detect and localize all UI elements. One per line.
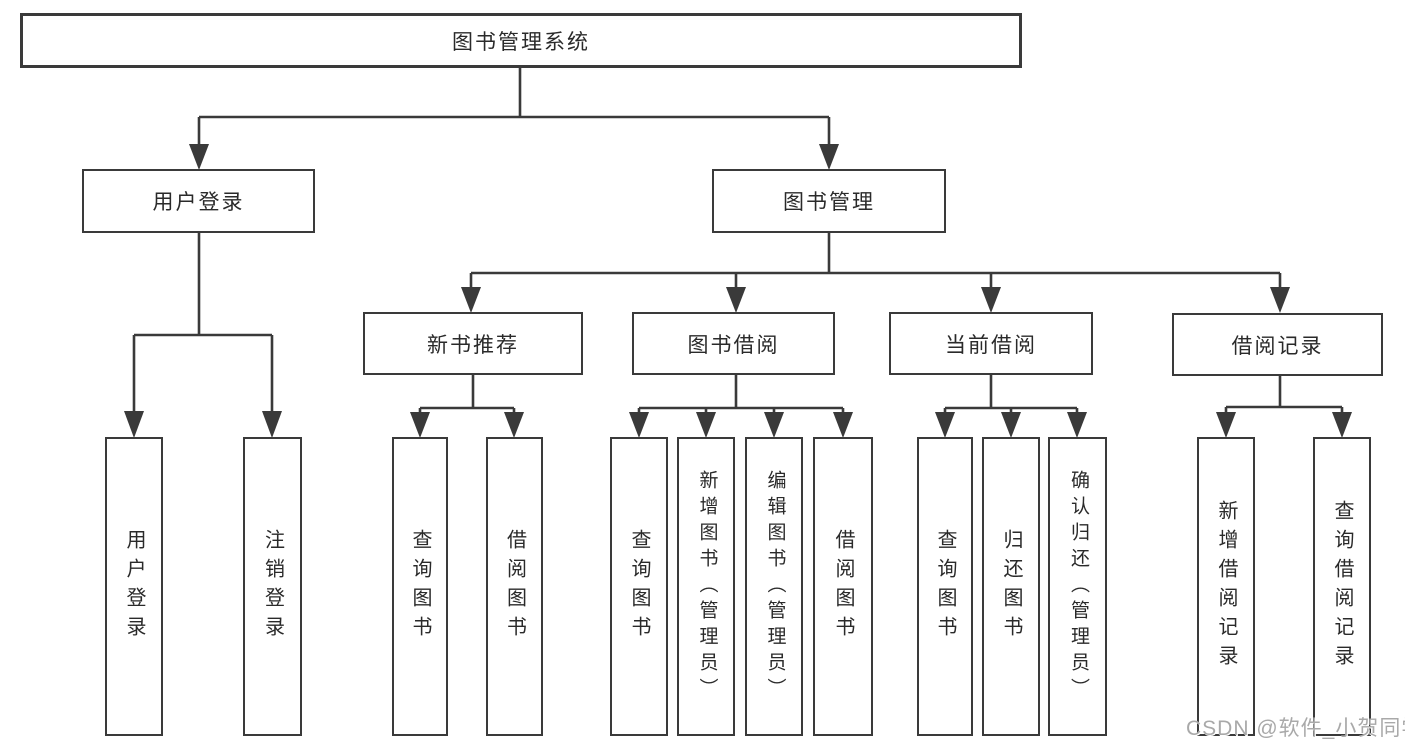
leaf-borrow-books-recommend: 借阅图书	[486, 437, 543, 736]
node-label: 用户登录	[152, 191, 245, 214]
node-label: 图书管理系统	[452, 30, 590, 54]
node-borrowing-records: 借阅记录	[1172, 313, 1383, 376]
leaf-query-books-recommend: 查询图书	[392, 437, 448, 736]
leaf-confirm-return-admin: 确认归还（管理员）	[1048, 437, 1107, 736]
leaf-logout: 注销登录	[243, 437, 302, 736]
node-library-management-system: 图书管理系统	[20, 13, 1022, 68]
leaf-query-books-borrow: 查询图书	[610, 437, 668, 736]
leaf-return-books: 归还图书	[982, 437, 1040, 736]
node-book-borrowing: 图书借阅	[632, 312, 835, 375]
leaf-add-books-admin: 新增图书（管理员）	[677, 437, 735, 736]
leaf-label: 新增图书（管理员）	[696, 469, 718, 704]
leaf-query-borrow-record: 查询借阅记录	[1313, 437, 1371, 736]
leaf-label: 查询图书	[628, 528, 650, 645]
node-book-management: 图书管理	[712, 169, 946, 233]
leaf-query-books-current: 查询图书	[917, 437, 973, 736]
leaf-label: 借阅图书	[503, 528, 526, 645]
leaf-label: 用户登录	[123, 528, 145, 645]
node-new-book-recommendation: 新书推荐	[363, 312, 583, 375]
node-user-login: 用户登录	[82, 169, 315, 233]
csdn-watermark: CSDN @软件_小贺同学	[1186, 717, 1405, 740]
leaf-user-login: 用户登录	[105, 437, 163, 736]
leaf-label: 编辑图书（管理员）	[764, 469, 786, 704]
leaf-label: 新增借阅记录	[1215, 499, 1237, 674]
node-label: 当前借阅	[945, 333, 1037, 357]
leaf-add-borrow-record: 新增借阅记录	[1197, 437, 1255, 736]
leaf-label: 查询借阅记录	[1331, 499, 1353, 674]
leaf-label: 注销登录	[261, 528, 284, 645]
node-label: 图书管理	[783, 191, 875, 214]
leaf-label: 确认归还（管理员）	[1067, 469, 1089, 704]
node-label: 借阅记录	[1231, 334, 1324, 358]
leaf-edit-books-admin: 编辑图书（管理员）	[745, 437, 803, 736]
leaf-label: 查询图书	[409, 528, 431, 645]
leaf-borrow-books: 借阅图书	[813, 437, 873, 736]
node-label: 新书推荐	[427, 333, 519, 357]
node-current-borrowing: 当前借阅	[889, 312, 1093, 375]
leaf-label: 借阅图书	[832, 528, 854, 645]
leaf-label: 查询图书	[934, 528, 956, 645]
node-label: 图书借阅	[687, 333, 780, 357]
leaf-label: 归还图书	[1000, 528, 1022, 645]
